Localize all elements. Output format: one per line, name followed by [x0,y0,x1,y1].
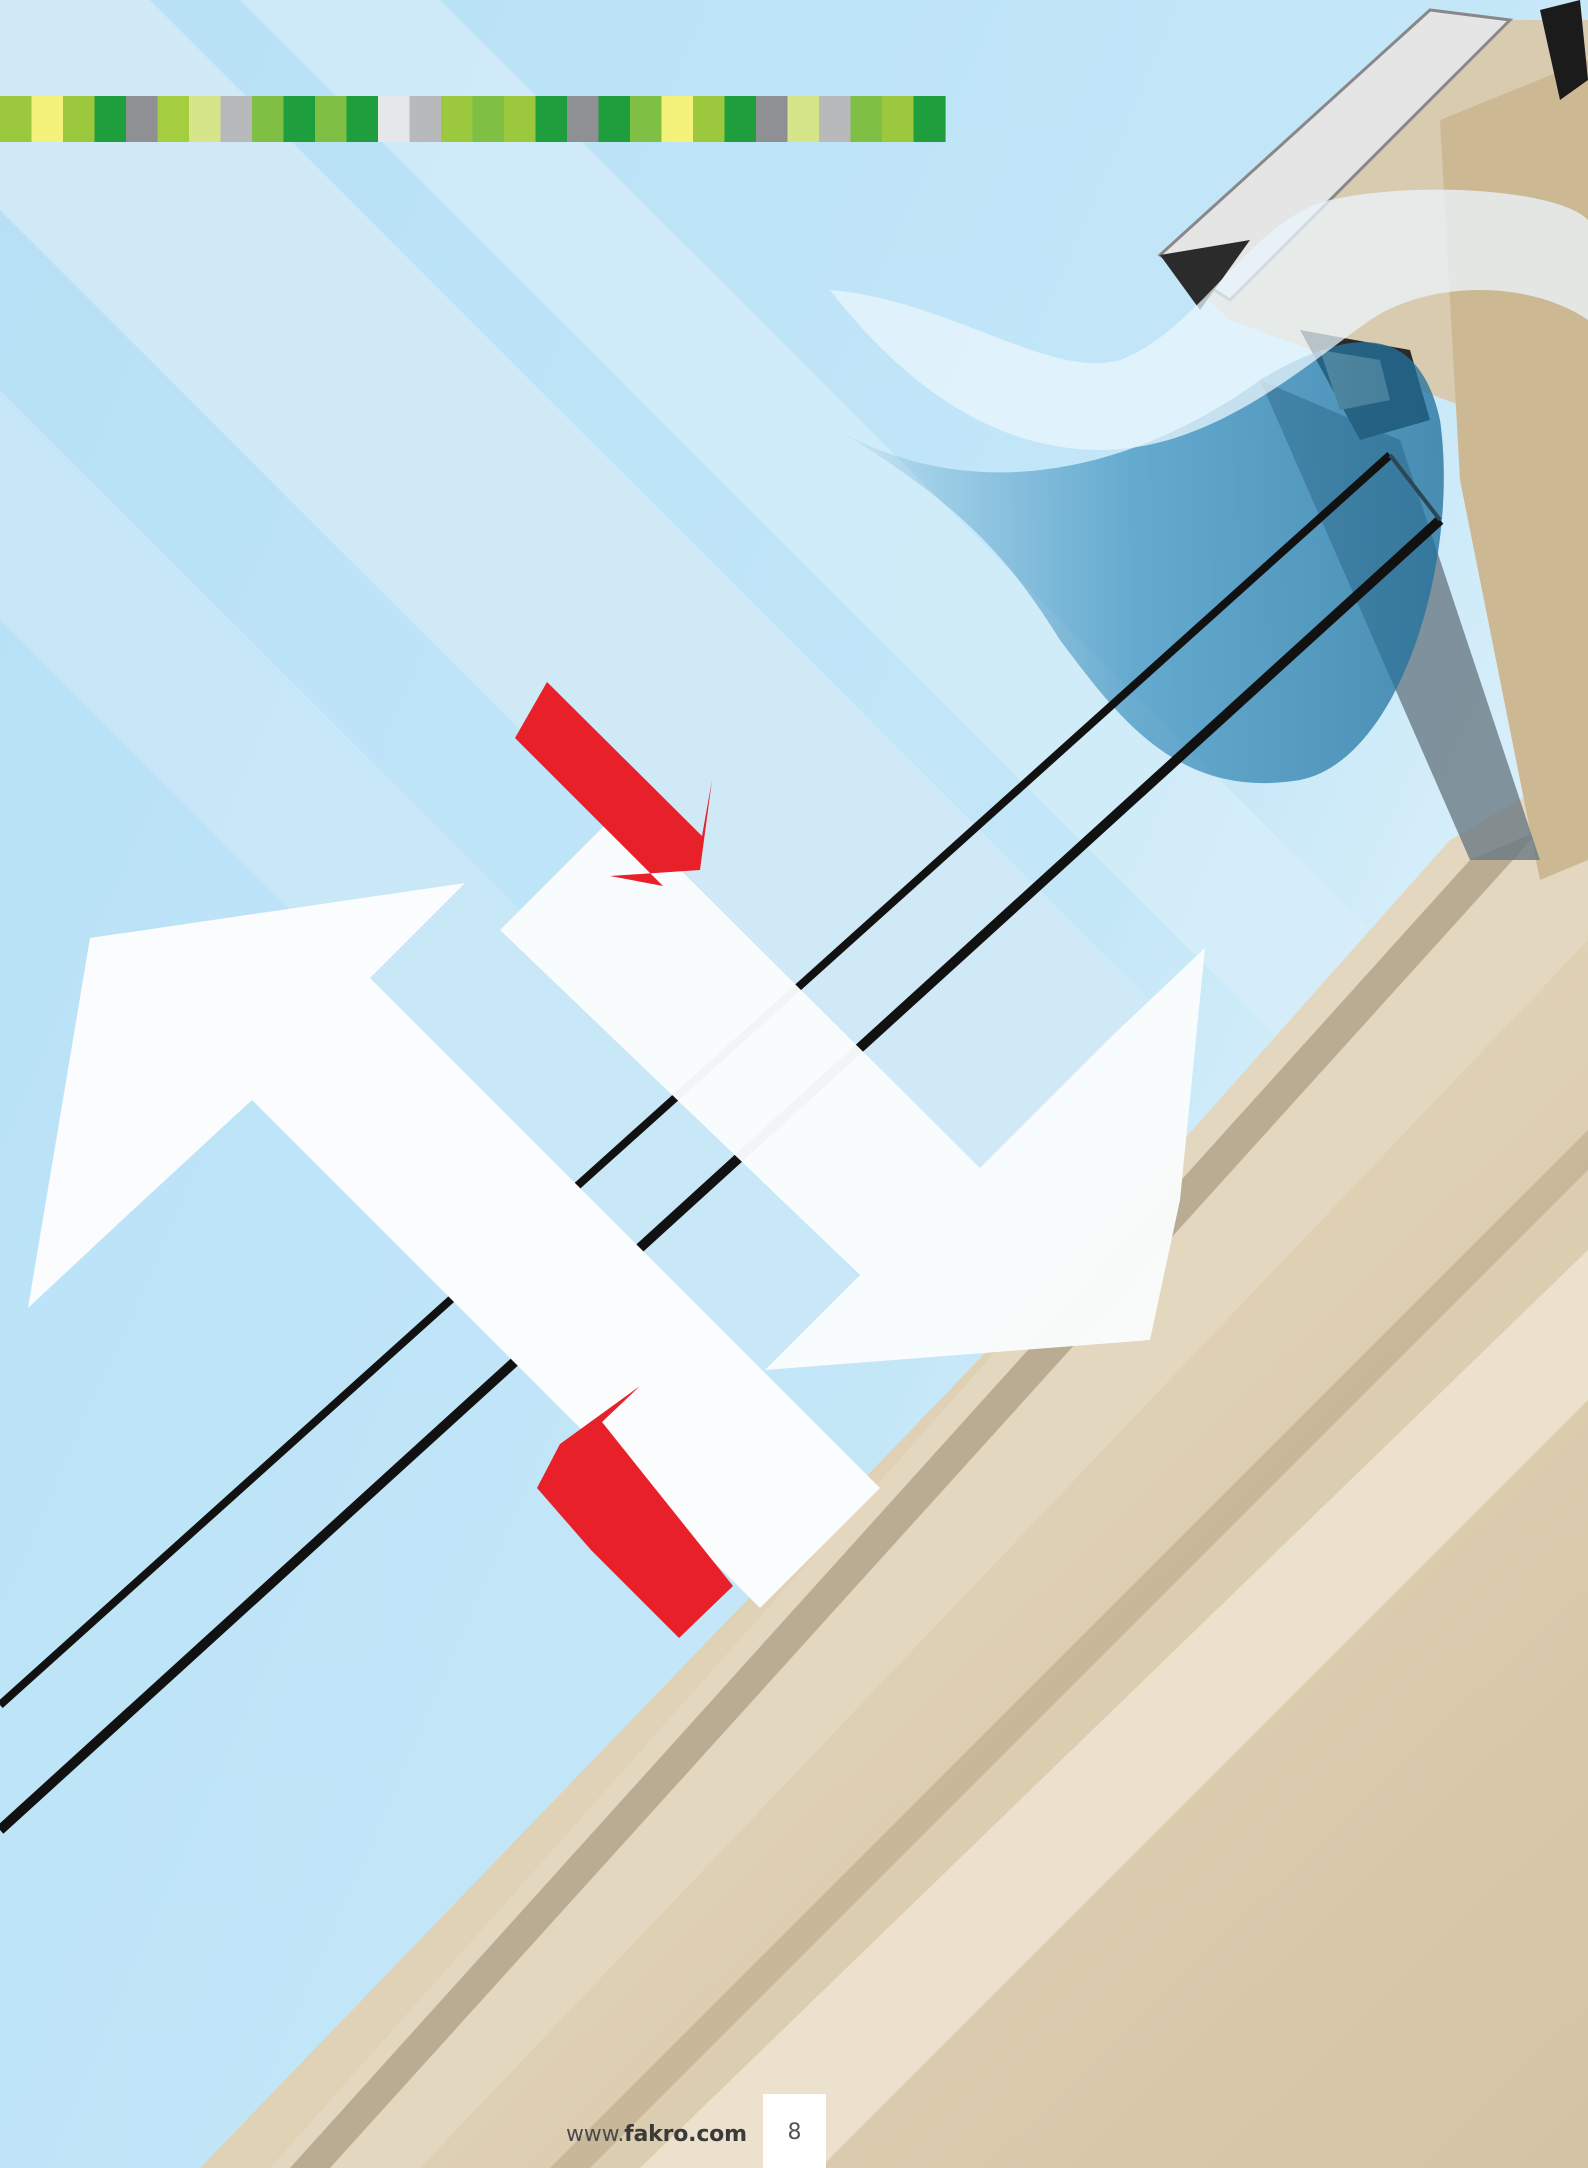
color-strip-segment [598,96,631,142]
pressure-red-arrow-icon [515,682,712,886]
color-strip-segment [126,96,159,142]
color-strip-segment [346,96,379,142]
color-strip-segment [315,96,348,142]
website-url[interactable]: www.fakro.com [566,2122,747,2147]
color-strip-segment [504,96,537,142]
glass-pane-inner [0,516,1444,1834]
heat-flow-white-arrow-icon [500,810,1205,1370]
color-strip-segment [630,96,663,142]
color-strip-segment [567,96,600,142]
color-strip-segment [189,96,222,142]
color-strip-segment [252,96,285,142]
pressure-red-arrow-icon [537,1386,733,1638]
color-strip-segment [882,96,915,142]
color-strip-segment [850,96,883,142]
color-strip-segment [724,96,757,142]
color-strip-segment [220,96,253,142]
color-strip-segment [378,96,411,142]
color-strip-segment [63,96,96,142]
color-strip-segment [441,96,474,142]
color-strip-segment [283,96,316,142]
color-strip-segment [472,96,505,142]
color-strip-segment [819,96,852,142]
color-strip-segment [787,96,820,142]
color-strip-segment [661,96,694,142]
color-strip-segment [157,96,190,142]
color-strip-segment [0,96,33,142]
url-domain: fakro.com [624,2122,747,2147]
air-flow-stream [820,342,1444,784]
decorative-color-strip [0,96,946,142]
color-strip-segment [913,96,946,142]
light-band-middle [240,0,1588,1348]
color-strip-segment [693,96,726,142]
light-band-lower [0,390,860,1380]
color-strip-segment [409,96,442,142]
color-strip-segment [756,96,789,142]
color-strip-segment [94,96,127,142]
window-frame-highlight [640,1250,1588,2168]
page-number-box: 8 [763,2094,826,2168]
url-prefix: www. [566,2122,625,2147]
heat-flow-white-arrow-icon [28,883,880,1608]
color-strip-segment [535,96,568,142]
window-frame-groove [550,1130,1588,2168]
glass-pane-edge [1388,453,1442,522]
window-frame-shadow [290,830,1540,2168]
air-flow-white [830,189,1588,450]
aluminium-cap-dark [1160,240,1250,310]
color-strip-segment [31,96,64,142]
vent-slot [1540,0,1588,100]
page-number: 8 [787,2120,802,2145]
